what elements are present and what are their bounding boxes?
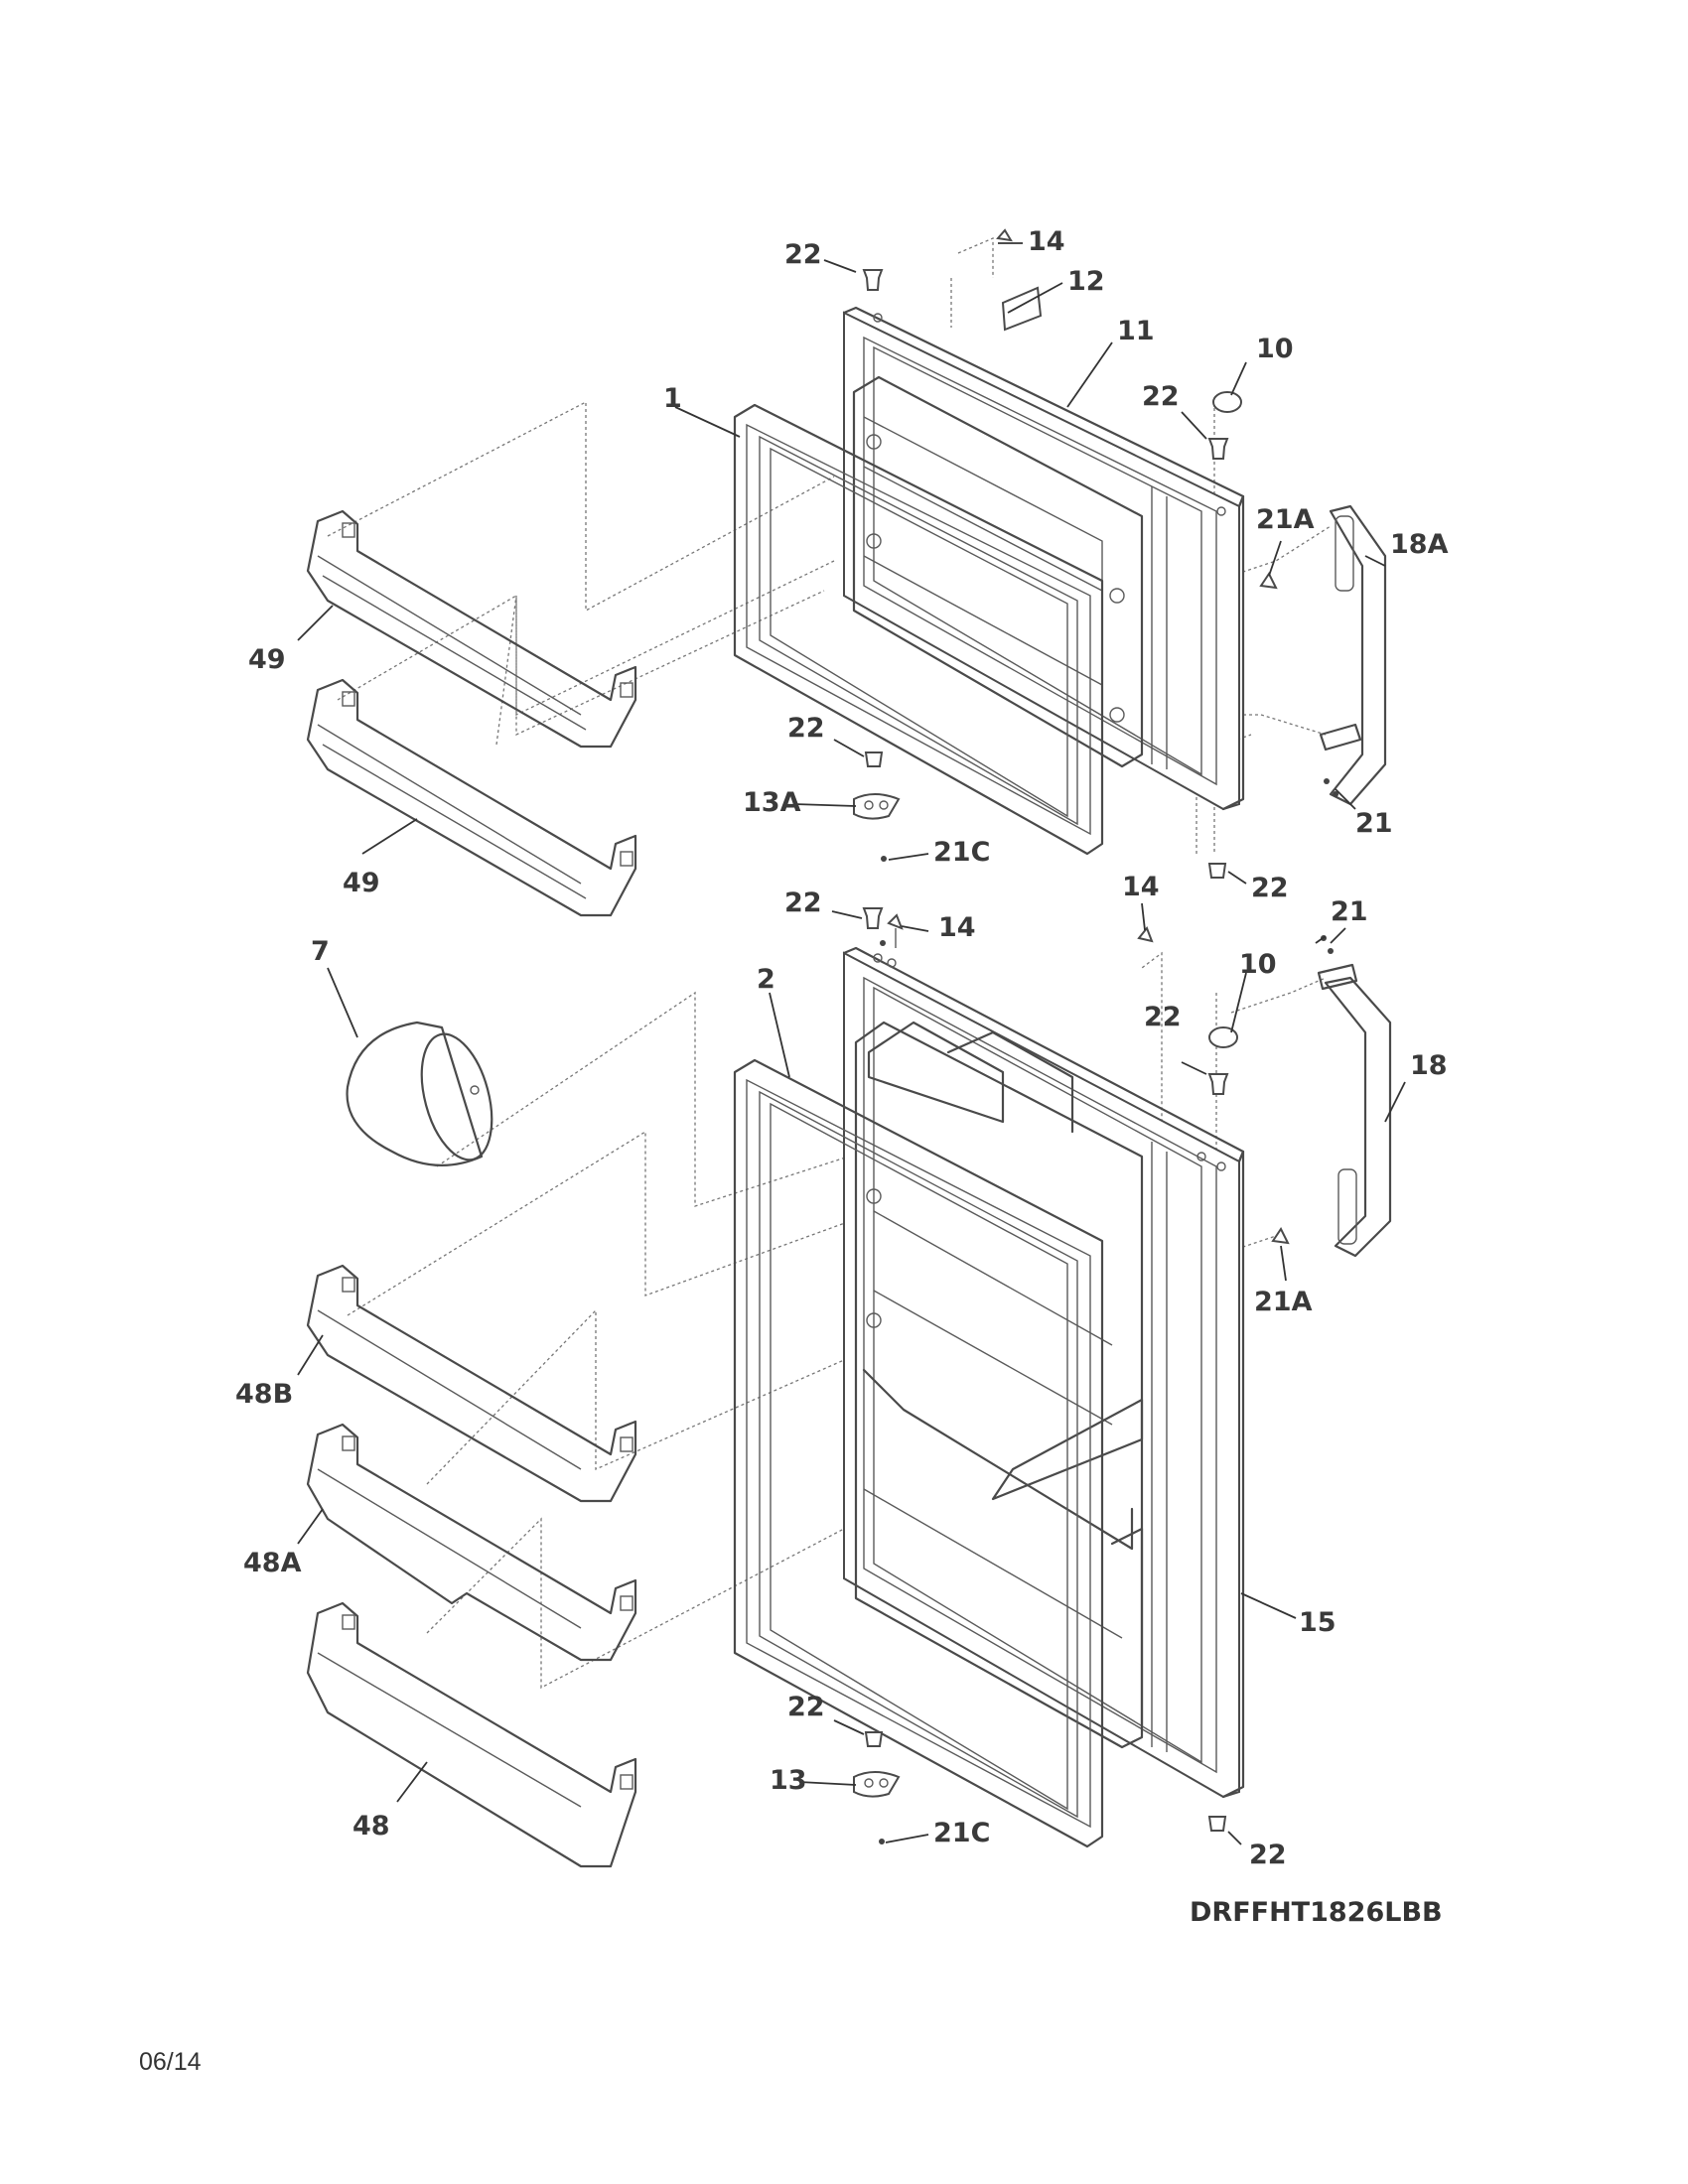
callout-10-upper: 10 (1256, 334, 1294, 364)
callout-21A-lower: 21A (1254, 1287, 1313, 1317)
callout-22-fresh-hinge: 22 (1144, 1002, 1182, 1032)
callout-1: 1 (663, 383, 682, 414)
callout-22-fresh-bottom-right: 22 (1249, 1840, 1287, 1870)
assembly-dashed-lines (327, 237, 1332, 1767)
callout-18A: 18A (1390, 529, 1449, 560)
callout-22-top-screw: 22 (784, 239, 822, 270)
model-number: DRFFHT1826LBB (1190, 1897, 1443, 1928)
callout-7: 7 (311, 936, 330, 967)
callout-10-lower: 10 (1239, 949, 1277, 980)
door-shelves (306, 509, 637, 1868)
date-code: 06/14 (139, 2048, 202, 2076)
callout-21C-upper: 21C (933, 837, 990, 868)
fresh-food-door-gasket (733, 1058, 1104, 1848)
callout-48: 48 (352, 1811, 390, 1842)
callout-11: 11 (1117, 316, 1155, 346)
callout-18: 18 (1410, 1050, 1448, 1081)
freezer-door-gasket (733, 403, 1104, 856)
callout-13A: 13A (743, 787, 801, 818)
callout-14-fresh-top: 14 (938, 912, 976, 943)
callout-14-top: 14 (1028, 226, 1065, 257)
callout-21C-lower: 21C (933, 1818, 990, 1848)
callout-22-fresh-top: 22 (784, 887, 822, 918)
fresh-food-door-handle (1317, 963, 1392, 1258)
callout-labels: 22 14 12 11 10 22 1 21A 18A 49 22 13A 21… (235, 226, 1449, 1870)
callout-48A: 48A (243, 1548, 302, 1578)
callout-leader-lines (297, 242, 1406, 1845)
freezer-door (842, 306, 1245, 811)
fresh-food-door (842, 946, 1245, 1799)
callout-49-upper: 49 (248, 644, 286, 675)
callout-14-fresh-right: 14 (1122, 872, 1160, 902)
callout-22-freezer-bottom: 22 (787, 713, 825, 744)
callout-15: 15 (1299, 1607, 1336, 1638)
callout-48B: 48B (235, 1379, 293, 1410)
hardware-screws-hinges (853, 228, 1338, 1844)
callout-22-fresh-bottom: 22 (787, 1692, 825, 1722)
callout-22-upper-hinge: 22 (1142, 381, 1180, 412)
dairy-bin (346, 1021, 493, 1166)
callout-21-upper: 21 (1355, 808, 1393, 839)
callout-12: 12 (1067, 266, 1105, 297)
callout-21-lower: 21 (1331, 896, 1368, 927)
callout-49-lower: 49 (343, 868, 380, 898)
callout-22-freezer-handle-side: 22 (1251, 873, 1289, 903)
callout-21A-upper: 21A (1256, 504, 1315, 535)
callout-2: 2 (757, 964, 775, 995)
callout-13: 13 (770, 1765, 807, 1796)
freezer-door-handle (1319, 504, 1387, 806)
